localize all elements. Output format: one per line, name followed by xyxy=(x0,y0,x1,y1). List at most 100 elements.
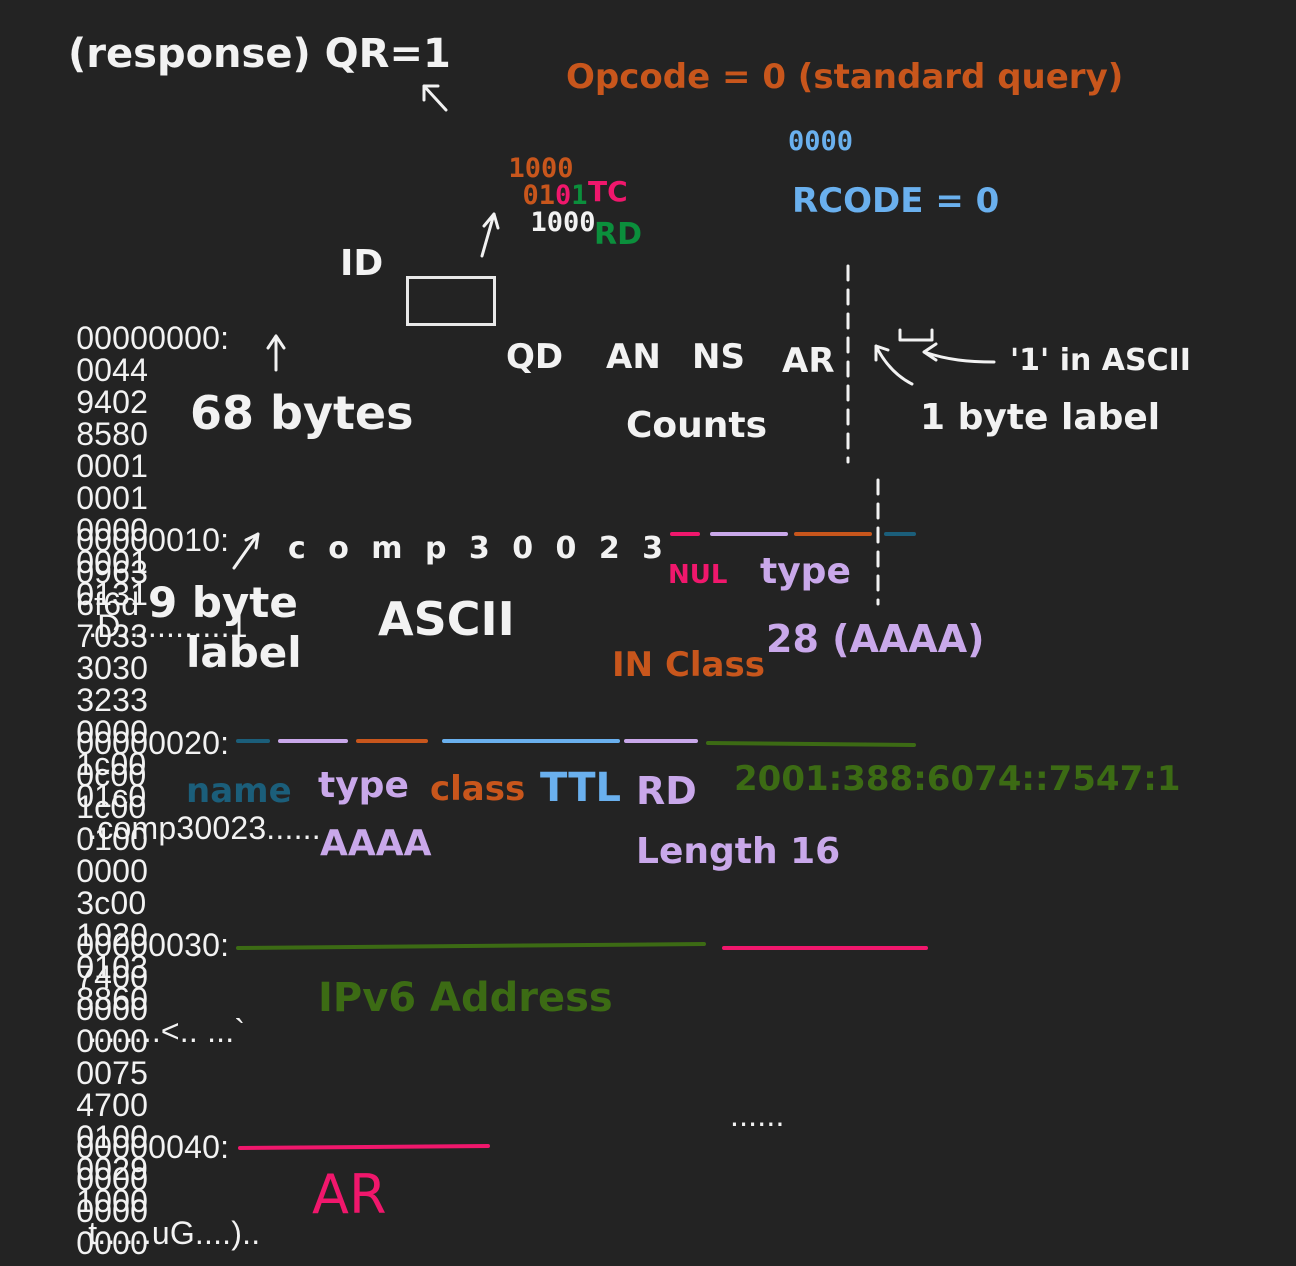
id-highlight-box xyxy=(406,276,496,326)
arrow-one-byte xyxy=(874,344,914,386)
hex-ascii: .D............1 xyxy=(88,608,248,644)
hex-offset: 00000020: xyxy=(76,725,230,761)
hex-group: 4700 xyxy=(76,1087,149,1123)
hex-group: 0100 xyxy=(76,1119,149,1155)
arrow-nine-byte xyxy=(232,532,260,570)
hex-group: 0044 xyxy=(76,352,149,388)
hex-group: 1000 xyxy=(76,1183,149,1219)
hex-group: 6f6d xyxy=(76,586,140,622)
ascii-label: ASCII xyxy=(378,592,515,646)
hex-group: 1020 xyxy=(76,917,149,953)
an-label: AN xyxy=(606,337,661,377)
arrow-size xyxy=(266,334,286,372)
hex-group: 0029 xyxy=(76,1151,149,1187)
hex-offset: 00000030: xyxy=(76,927,230,963)
flag-bits: 1000 0101 1000 xyxy=(476,128,596,236)
hex-group: 0131 xyxy=(76,576,149,612)
hex-group: 0000 xyxy=(76,1225,149,1261)
hex-ascii-row-4: ...... xyxy=(730,1097,785,1133)
hex-group: 0000 xyxy=(76,853,149,889)
hex-group: 8860 xyxy=(76,981,149,1017)
hex-group: 0963 xyxy=(76,554,149,590)
hex-ascii: .comp30023...... xyxy=(88,810,321,846)
aaaa-label: AAAA xyxy=(320,823,432,864)
underline-ipv6-b xyxy=(236,942,706,950)
bits-ra-z: 1000 xyxy=(530,207,596,238)
comp-letters: c o m p 3 0 0 2 3 xyxy=(288,531,670,566)
hex-group: 0000 xyxy=(76,1023,149,1059)
qd-label: QD xyxy=(506,337,564,377)
ar-count-label: AR xyxy=(782,341,835,381)
hex-group: 0c00 xyxy=(76,757,147,793)
bits-rd: 1 xyxy=(571,180,588,211)
hex-group: 0000 xyxy=(76,991,149,1027)
class-label: class xyxy=(430,769,526,809)
arrow-qr xyxy=(422,84,448,112)
hex-row-2: 00000020: 0c00 1c00 0100 0000 3c00 1020 … xyxy=(58,695,245,1047)
rd-flag-label: RD xyxy=(594,217,643,252)
hex-group: 0001 xyxy=(76,448,149,484)
ipv6-address-label: IPv6 Address xyxy=(318,975,613,1021)
type-label-2: type xyxy=(318,765,409,806)
hex-row-1: 00000010: 0963 6f6d 7033 3030 3233 0000 … xyxy=(58,492,321,844)
bits-opcode-aa: 01 xyxy=(522,180,556,211)
arrow-one-ascii xyxy=(922,342,996,364)
one-byte-label: 1 byte label xyxy=(920,397,1161,438)
arrow-id-bits xyxy=(480,212,500,258)
hex-group: 0001 xyxy=(76,544,149,580)
response-qr-label: (response) QR=1 xyxy=(68,31,451,77)
bits-tc: 0 xyxy=(555,180,572,211)
hex-group-id: 8580 xyxy=(76,416,149,452)
hex-offset: 00000040: xyxy=(76,1129,230,1165)
hex-group: 0000 xyxy=(76,1193,149,1229)
hex-row-4: 00000040: 0000 0000 0000 xyxy=(58,1099,229,1259)
tc-label: TC xyxy=(588,175,628,208)
rcode-label: RCODE = 0 xyxy=(792,181,1000,221)
ipv6-value-label: 2001:388:6074::7547:1 xyxy=(734,759,1181,799)
type-28-label: 28 (AAAA) xyxy=(766,617,985,661)
rd-length-label-2: Length 16 xyxy=(636,831,841,872)
hex-group: 3233 xyxy=(76,682,149,718)
hex-group: 7400 xyxy=(76,959,149,995)
hex-ascii: t......uG....).. xyxy=(88,1215,261,1251)
hex-group: 0000 xyxy=(76,714,149,750)
id-label: ID xyxy=(340,243,384,284)
hex-group: 3c00 xyxy=(76,885,147,921)
hex-offset: 00000000: xyxy=(76,320,230,356)
hex-group: 3030 xyxy=(76,650,149,686)
one-ascii-label: '1' in ASCII xyxy=(1010,343,1191,378)
ttl-label: TTL xyxy=(540,765,621,811)
hex-row-0: 00000000: 0044 9402 8580 0001 0001 0000 … xyxy=(58,290,248,642)
hex-group: 0103 xyxy=(76,949,149,985)
bits-rcode: 0000 xyxy=(788,126,854,157)
hex-group: 1c00 xyxy=(76,789,147,825)
name-label: name xyxy=(186,771,292,811)
hex-row-3: 00000030: 7400 0000 0000 0075 4700 0100 … xyxy=(58,897,260,1249)
hex-group: 0000 xyxy=(76,1161,149,1197)
size-68-label: 68 bytes xyxy=(190,386,414,440)
nul-label: NUL xyxy=(668,560,728,590)
bracket-31 xyxy=(898,328,934,342)
type-label-1: type xyxy=(760,551,851,592)
hex-ascii: ........<.. ...` xyxy=(88,1013,246,1049)
nine-byte-label-2: label xyxy=(186,628,302,677)
ns-label: NS xyxy=(692,337,745,377)
rd-length-label-1: RD xyxy=(636,769,697,813)
counts-label: Counts xyxy=(626,405,768,446)
hex-group: 1c00 xyxy=(76,746,147,782)
ar-bottom-label: AR xyxy=(312,1163,387,1226)
underline-ar-b xyxy=(238,1144,490,1150)
hex-group: 0075 xyxy=(76,1055,149,1091)
bits-qr-opcode: 1000 xyxy=(508,153,574,184)
in-class-label: IN Class xyxy=(612,645,765,685)
opcode-label: Opcode = 0 (standard query) xyxy=(566,57,1124,97)
hex-group: 01c0 xyxy=(76,778,147,814)
hex-group: 0000 xyxy=(76,512,149,548)
hex-group: 7033 xyxy=(76,618,149,654)
nine-byte-label-1: 9 byte xyxy=(148,578,298,627)
hex-group: 0100 xyxy=(76,821,149,857)
hex-group: 0001 xyxy=(76,480,149,516)
hex-group: 9402 xyxy=(76,384,149,420)
underline-ipv6-a xyxy=(706,741,916,747)
